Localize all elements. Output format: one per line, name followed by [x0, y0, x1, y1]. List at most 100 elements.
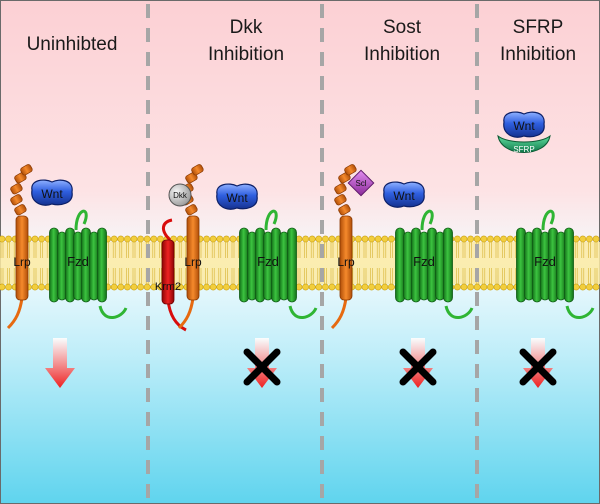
lipid-head — [203, 283, 210, 291]
lipid-head — [124, 283, 131, 291]
wnt-ligand: Wnt — [216, 183, 258, 210]
fzd-label: Fzd — [413, 254, 435, 269]
lipid-head — [5, 235, 13, 243]
wnt-ligand: Wnt — [31, 179, 73, 206]
lipid-head — [110, 235, 118, 243]
scl-inhibitor: Scl — [347, 169, 375, 197]
lipid-head — [579, 283, 587, 291]
lipid-head — [500, 283, 507, 291]
fzd-receptor: Fzd — [49, 209, 128, 319]
lrp-tail — [177, 297, 195, 330]
panel-dividers — [146, 4, 479, 500]
lipid-head — [493, 235, 501, 243]
lipid-head — [592, 283, 600, 291]
krm2-loop — [162, 218, 173, 242]
lipid-head — [38, 283, 45, 291]
lipid-head — [506, 283, 514, 291]
fzd-receptor: Fzd — [516, 209, 595, 319]
lipid-head — [592, 235, 600, 243]
sfrp-label: SFRP — [513, 145, 534, 154]
panel-title: Inhibition — [364, 44, 440, 65]
lrp-domain — [10, 194, 23, 206]
fzd-helix — [443, 227, 453, 303]
lipid-head — [0, 283, 6, 291]
lrp-domain — [191, 164, 204, 176]
lrp-domain — [20, 164, 33, 176]
dkk-label: Dkk — [173, 191, 188, 200]
fzd-label: Fzd — [534, 254, 556, 269]
lipid-head — [137, 283, 144, 291]
lipid-head — [480, 235, 488, 243]
sfrp-inhibitor: SFRP — [497, 134, 551, 154]
scl-shape — [347, 169, 375, 197]
wnt-shape — [31, 179, 73, 206]
lipid-head — [586, 235, 593, 243]
lrp-domain — [344, 164, 357, 176]
wnt-label: Wnt — [226, 191, 248, 205]
wnt-shape — [216, 183, 258, 210]
lipid-head — [38, 235, 45, 243]
lrp-domain — [334, 183, 347, 195]
signal-arrow — [243, 338, 281, 388]
block-cross — [519, 348, 557, 386]
wnt-shape — [503, 111, 545, 138]
lipid-head — [328, 283, 336, 291]
lrp-coreceptor: Lrp — [6, 164, 33, 330]
lipid-head — [473, 283, 481, 291]
block-cross — [399, 348, 437, 386]
lipid-head — [381, 283, 389, 291]
lipid-head — [130, 235, 138, 243]
lipid-head — [209, 235, 217, 243]
lipid-head — [486, 283, 494, 291]
fzd-c-terminus — [288, 305, 318, 319]
lrp-label: Lrp — [337, 255, 355, 269]
lipid-head — [387, 235, 395, 243]
lipid-head — [176, 283, 184, 291]
lipid-head — [361, 283, 369, 291]
lrp-body — [15, 215, 29, 301]
lrp-domain — [10, 183, 23, 195]
wnt-label: Wnt — [393, 189, 415, 203]
lipid-head — [354, 235, 362, 243]
lipid-head — [0, 235, 6, 243]
wnt-ligand: Wnt — [383, 181, 425, 208]
panel-titles: UninhibtedDkkInhibitionSostInhibitionSFR… — [27, 17, 576, 65]
lipid-head — [31, 283, 39, 291]
lipid-head — [209, 283, 217, 291]
lipid-head — [381, 235, 389, 243]
lipid-head — [480, 283, 488, 291]
lipid-head — [222, 235, 230, 243]
lipid-head — [130, 283, 138, 291]
panel-title: Inhibition — [500, 44, 576, 65]
krm2-label: Krm2 — [155, 281, 181, 293]
lrp-tail — [330, 297, 348, 330]
krm2-coreceptor: Krm2 — [155, 218, 187, 332]
lipid-head — [216, 283, 224, 291]
lipid-head — [368, 235, 375, 243]
lrp-coreceptor: Lrp — [330, 164, 357, 330]
lipid-head — [460, 235, 468, 243]
fzd-helix — [564, 227, 574, 303]
block-cross-stroke — [399, 348, 437, 386]
wnt-label: Wnt — [513, 119, 535, 133]
lrp-body — [186, 215, 200, 301]
lipid-head — [216, 235, 224, 243]
lipid-head — [493, 283, 501, 291]
lipid-head — [150, 283, 158, 291]
lipid-head — [453, 235, 461, 243]
lipid-head — [137, 235, 144, 243]
dkk-inhibitor: Dkk — [168, 183, 192, 207]
lipid-head — [361, 235, 369, 243]
panel-title: SFRP — [513, 17, 564, 38]
lipid-head — [5, 283, 13, 291]
signal-arrow-shape — [45, 338, 75, 388]
lipid-head — [302, 235, 309, 243]
lipid-head — [354, 283, 362, 291]
lipid-head — [222, 283, 230, 291]
lipid-head — [315, 283, 323, 291]
lrp-label: Lrp — [184, 255, 202, 269]
lipid-head — [374, 235, 382, 243]
lrp-tail — [6, 297, 24, 330]
lipid-head — [572, 283, 580, 291]
fzd-receptor: Fzd — [239, 209, 318, 319]
